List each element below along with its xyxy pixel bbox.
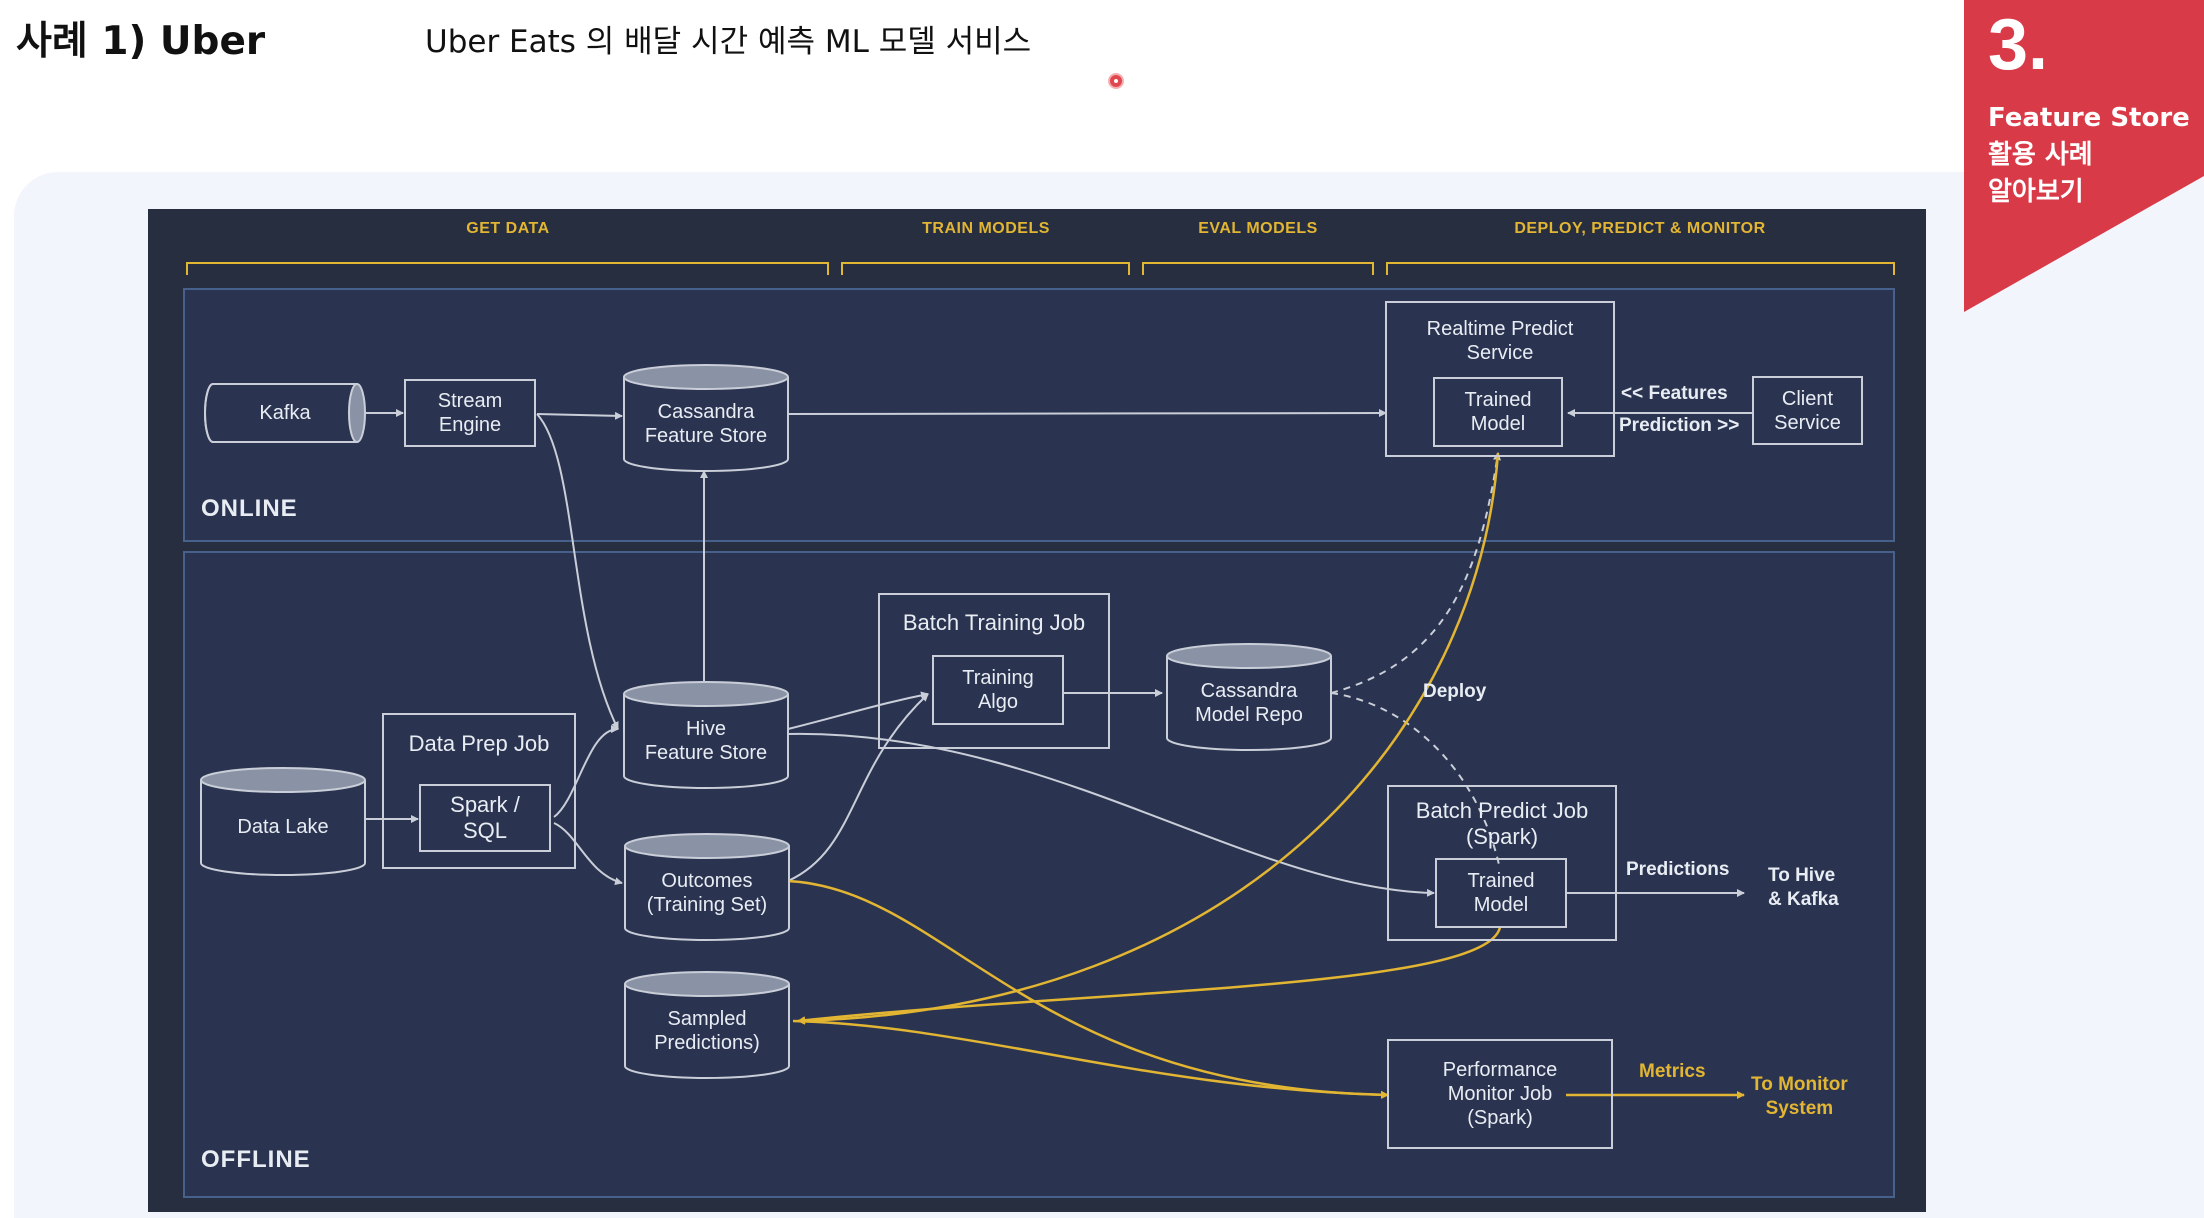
banner-shape <box>1964 0 2204 312</box>
deploy-edge-label: Deploy <box>1423 681 1487 702</box>
stream-engine-box <box>404 379 536 447</box>
diagram-graphics <box>183 262 1895 1198</box>
online-label: ONLINE <box>201 495 298 522</box>
outcomes-cylinder <box>624 833 790 941</box>
trained-model-batch-box <box>1435 858 1567 928</box>
data-prep-job-box <box>382 713 576 869</box>
training-algo-box <box>932 655 1064 725</box>
client-service-label: Client Service <box>1774 387 1841 434</box>
data-lake-cylinder <box>200 767 366 876</box>
hive-feature-store-cylinder <box>623 681 789 789</box>
performance-monitor-job-box <box>1387 1039 1613 1149</box>
banner-number: 3. <box>1988 5 2049 85</box>
slide-subtitle: Uber Eats 의 배달 시간 예측 ML 모델 서비스 <box>425 24 1032 60</box>
online-section <box>183 288 1895 542</box>
kafka-cylinder <box>204 383 366 443</box>
cassandra-model-repo-cylinder <box>1166 643 1332 751</box>
metrics-edge-label: Metrics <box>1639 1061 1706 1082</box>
phase-brackets <box>186 262 1895 275</box>
features-edge-label: << Features <box>1621 383 1728 404</box>
cassandra-model-repo-label: Cassandra Model Repo <box>1195 680 1303 726</box>
to-monitor-system-label: To Monitor System <box>1751 1074 1848 1119</box>
banner-line-3: 알아보기 <box>1988 177 2084 207</box>
kafka-label: Kafka <box>259 402 311 424</box>
prediction-edge-label: Prediction >> <box>1619 415 1740 436</box>
spark-sql-label: Spark / SQL <box>450 792 520 843</box>
phase-eval-models: EVAL MODELS <box>1198 220 1318 237</box>
predictions-edge-label: Predictions <box>1626 859 1730 880</box>
hive-feature-store-label: Hive Feature Store <box>644 718 768 764</box>
banner-line-1: Feature Store <box>1988 103 2190 133</box>
batch-training-job-box <box>878 593 1110 749</box>
stream-engine-label: Stream Engine <box>437 390 503 436</box>
cassandra-feature-store-cylinder <box>623 364 789 472</box>
outcomes-label: Outcomes (Training Set) <box>646 870 768 916</box>
performance-monitor-job-label: Performance Monitor Job (Spark) <box>1442 1059 1558 1129</box>
trained-model-batch-label: Trained Model <box>1467 870 1535 916</box>
data-lake-label: Data Lake <box>237 816 329 838</box>
sampled-predictions-cylinder <box>624 971 790 1079</box>
batch-training-job-label: Batch Training Job <box>902 610 1086 635</box>
batch-predict-job-label: Batch Predict Job (Spark) <box>1415 798 1589 849</box>
phase-train-models: TRAIN MODELS <box>922 220 1050 237</box>
to-hive-kafka-label: To Hive & Kafka <box>1768 865 1839 910</box>
trained-model-online-box <box>1433 377 1563 447</box>
client-service-box <box>1752 376 1863 445</box>
offline-label: OFFLINE <box>201 1146 311 1173</box>
phase-get-data: GET DATA <box>466 220 550 237</box>
offline-section <box>183 551 1895 1198</box>
training-algo-label: Training Algo <box>962 667 1034 713</box>
case-title: 사례 1) Uber <box>16 19 266 64</box>
sampled-predictions-label: Sampled Predictions) <box>654 1008 760 1054</box>
banner-line-2: 활용 사례 <box>1988 140 2093 170</box>
data-prep-job-label: Data Prep Job <box>408 731 550 756</box>
batch-predict-job-box <box>1387 785 1617 941</box>
phase-deploy-predict-monitor: DEPLOY, PREDICT & MONITOR <box>1514 220 1766 237</box>
section-banner: 3. Feature Store 활용 사례 알아보기 <box>1964 0 2204 312</box>
pointer-cursor-icon <box>1108 73 1124 89</box>
trained-model-online-label: Trained Model <box>1464 389 1532 435</box>
realtime-predict-service-box <box>1385 301 1615 457</box>
architecture-diagram: GET DATA TRAIN MODELS EVAL MODELS DEPLOY… <box>148 209 1926 1212</box>
realtime-predict-service-label: Realtime Predict Service <box>1426 318 1574 364</box>
spark-sql-box <box>419 784 551 852</box>
banner-text: Feature Store 활용 사례 알아보기 <box>1988 100 2190 211</box>
cassandra-feature-store-label: Cassandra Feature Store <box>644 401 768 447</box>
